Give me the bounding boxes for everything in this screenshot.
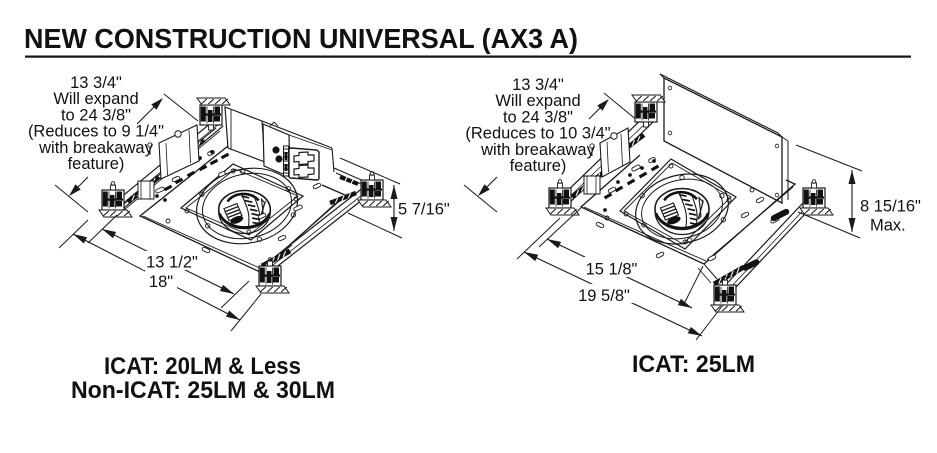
svg-text:with breakaway: with breakaway <box>480 141 595 159</box>
svg-text:ICAT: 20LM & Less: ICAT: 20LM & Less <box>104 353 301 380</box>
svg-text:to 24 3/8": to 24 3/8" <box>61 106 131 124</box>
svg-text:with breakaway: with breakaway <box>38 139 153 157</box>
svg-text:13 3/4": 13 3/4" <box>512 76 564 94</box>
svg-text:feature): feature) <box>510 157 567 175</box>
svg-text:13 1/2": 13 1/2" <box>146 254 198 272</box>
svg-text:Will expand: Will expand <box>53 90 138 108</box>
svg-text:(Reduces to 10 3/4": (Reduces to 10 3/4" <box>465 125 610 143</box>
svg-text:Will expand: Will expand <box>495 92 580 110</box>
svg-text:18": 18" <box>149 273 173 291</box>
svg-text:15 1/8": 15 1/8" <box>586 261 638 279</box>
svg-text:ICAT: 25LM: ICAT: 25LM <box>632 351 755 378</box>
svg-text:feature): feature) <box>68 155 125 173</box>
svg-text:NEW CONSTRUCTION UNIVERSAL (AX: NEW CONSTRUCTION UNIVERSAL (AX3 A) <box>24 23 578 54</box>
svg-text:8 15/16": 8 15/16" <box>860 198 921 216</box>
svg-text:5 7/16": 5 7/16" <box>398 201 450 219</box>
svg-text:Non-ICAT: 25LM & 30LM: Non-ICAT: 25LM & 30LM <box>71 377 335 404</box>
svg-text:Max.: Max. <box>870 217 906 235</box>
svg-text:to 24 3/8": to 24 3/8" <box>503 108 573 126</box>
svg-text:19 5/8": 19 5/8" <box>578 287 630 305</box>
svg-text:13 3/4": 13 3/4" <box>70 74 122 92</box>
svg-text:(Reduces to 9 1/4": (Reduces to 9 1/4" <box>28 123 164 141</box>
